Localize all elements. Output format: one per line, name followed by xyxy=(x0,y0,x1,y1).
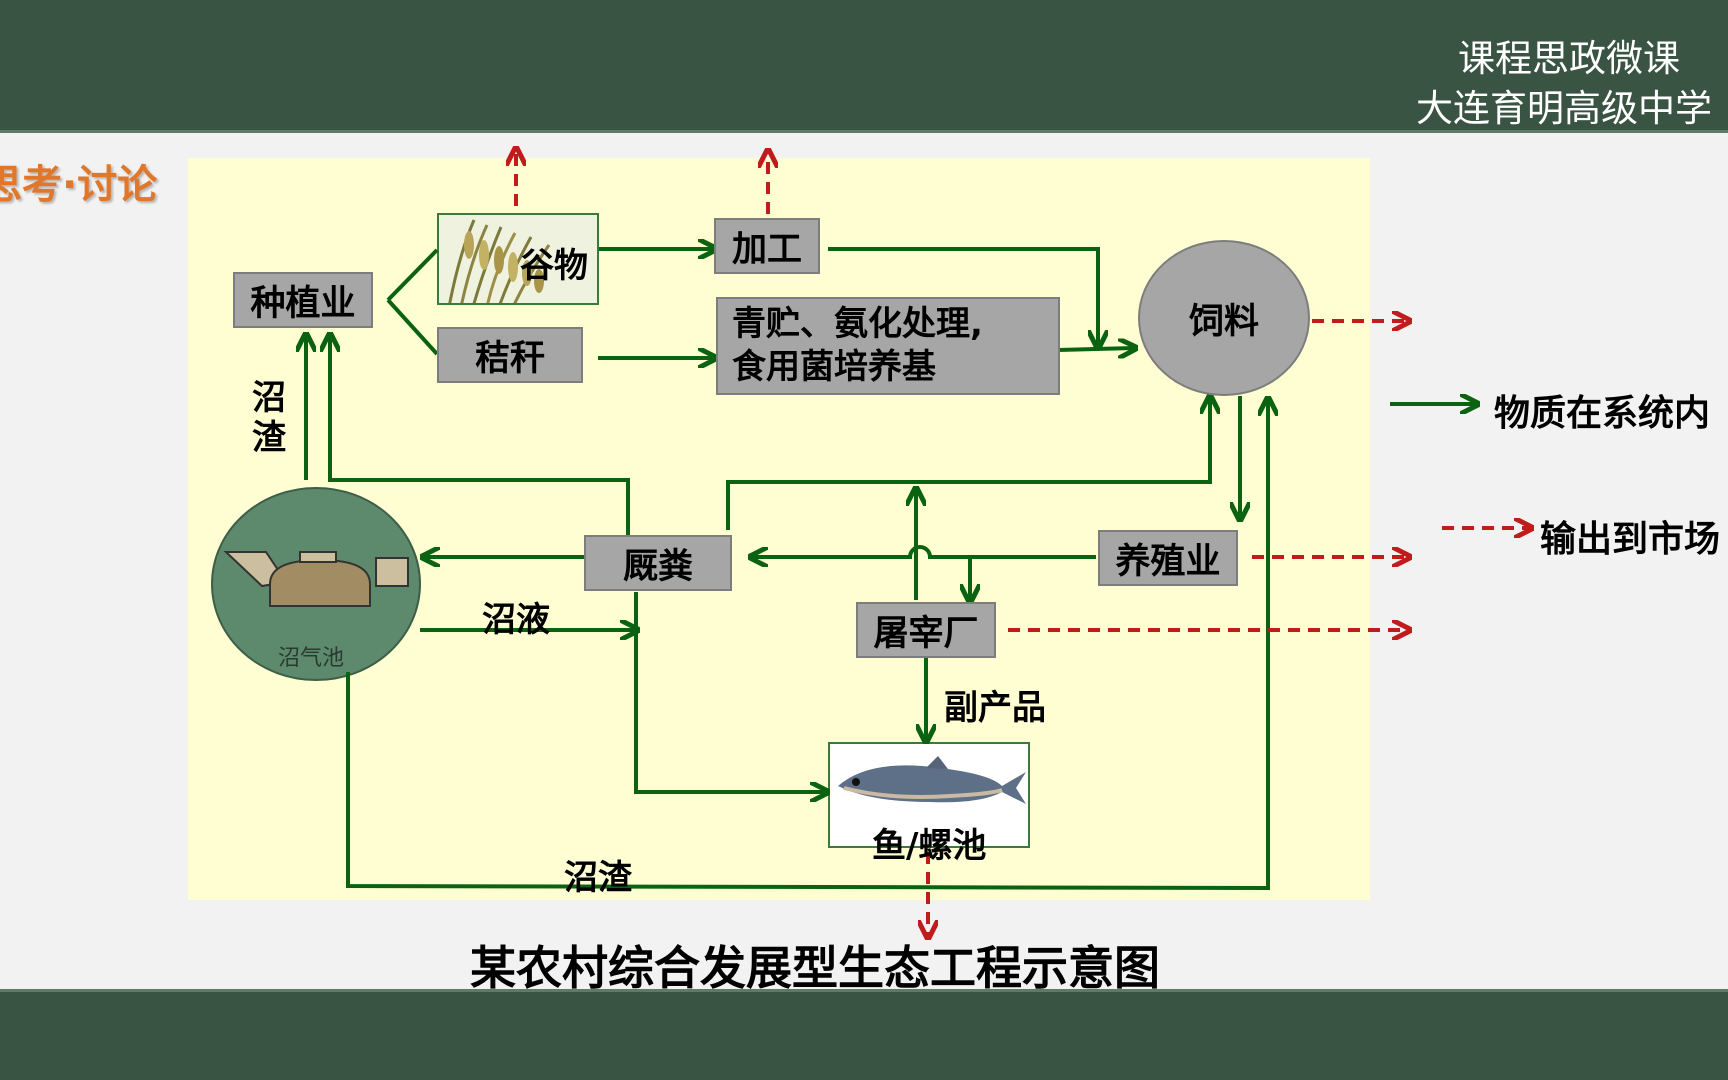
node-silage: 青贮、氨化处理, 食用菌培养基 xyxy=(716,297,1060,395)
arrow-breeding-slaughter xyxy=(930,555,970,600)
node-grain: 谷物 xyxy=(520,246,588,286)
node-silage-line1: 青贮、氨化处理, xyxy=(732,304,983,344)
legend-market-label: 输出到市场 xyxy=(1540,519,1721,560)
node-processing: 加工 xyxy=(714,218,820,274)
node-straw: 秸秆 xyxy=(437,327,583,383)
arrow-manure-fishpond xyxy=(634,592,826,792)
header-title-line1: 课程思政微课 xyxy=(1458,37,1680,80)
label-residue-bottom: 沼渣 xyxy=(564,858,632,898)
node-slaughterhouse: 屠宰厂 xyxy=(856,602,996,658)
arrow-manure-feed xyxy=(726,398,1210,530)
header-title-line2: 大连育明高级中学 xyxy=(1416,87,1712,130)
grain-image-box xyxy=(437,213,599,305)
footer-divider xyxy=(0,989,1728,992)
fishpond-image-box xyxy=(828,742,1030,848)
fish-image xyxy=(838,756,1026,804)
header-bar xyxy=(0,0,1728,133)
arrow-planting-straw xyxy=(386,298,439,356)
section-tag: 思考·讨论 xyxy=(0,162,158,208)
arrow-planting-grain xyxy=(386,248,439,302)
rice-plant-image xyxy=(439,215,597,303)
node-feed: 饲料 xyxy=(1138,240,1310,396)
label-slurry: 沼液 xyxy=(482,600,550,640)
label-byproduct: 副产品 xyxy=(944,688,1046,728)
arrow-biogas-feed-loop xyxy=(346,400,1268,891)
node-manure: 厩粪 xyxy=(584,535,732,591)
header-divider xyxy=(0,130,1728,133)
node-planting: 种植业 xyxy=(233,272,373,328)
arrow-manure-planting xyxy=(330,336,630,536)
node-silage-line2: 食用菌培养基 xyxy=(732,347,936,387)
node-biogas: 沼气池 xyxy=(278,646,345,671)
node-breeding: 养殖业 xyxy=(1098,530,1238,586)
arrow-breeding-manure xyxy=(752,545,1096,557)
label-residue-vertical: 沼渣 xyxy=(252,378,286,458)
arrow-silage-feed xyxy=(1057,348,1134,350)
legend-internal-label: 物质在系统内 xyxy=(1494,393,1711,434)
node-fishpond: 鱼/螺池 xyxy=(872,826,987,866)
footer-bar xyxy=(0,989,1728,1080)
arrow-processing-feed xyxy=(828,247,1098,346)
diagram-caption: 某农村综合发展型生态工程示意图 xyxy=(470,941,1160,995)
